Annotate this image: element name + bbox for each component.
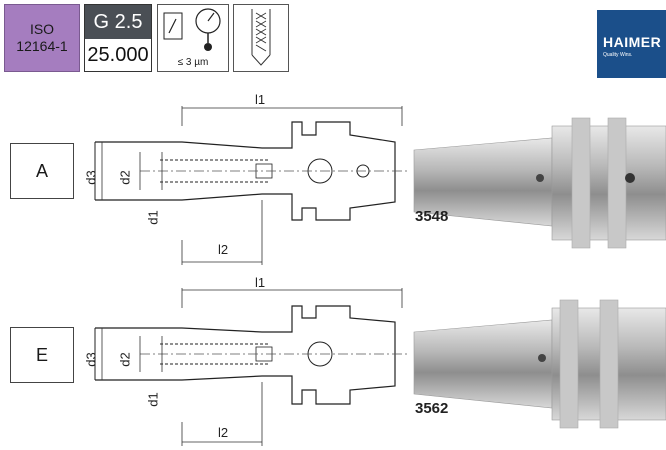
variant-letter-box: E [10,327,74,383]
technical-drawing-e [94,288,408,446]
balance-grade: G 2.5 [85,5,151,39]
dim-l2: l2 [218,242,229,257]
iso-label: ISO [29,21,55,37]
runout-badge: ≤ 3 µm [157,4,229,72]
balance-rpm: 25.000 [85,39,151,71]
dim-d3: d3 [83,352,99,367]
article-code: 3548 [415,208,449,225]
product-photo-a [413,117,666,249]
tool-badge [233,4,289,72]
iso-number: 12164-1 [16,38,68,54]
variant-letter-box: A [10,143,74,199]
runout-value: ≤ 3 µm [177,57,209,68]
logo-name: HAIMER [603,34,662,50]
dim-d1: d1 [145,210,161,225]
article-code: 3562 [415,400,449,417]
logo-tagline: Quality Wins. [603,52,633,58]
dial-gauge-icon [163,8,221,51]
dim-l1: l1 [255,92,266,107]
variant-letter: A [35,160,48,181]
dim-d2: d2 [117,170,133,185]
dim-d2: d2 [117,352,133,367]
dim-d1: d1 [145,392,161,407]
dim-l2: l2 [218,425,229,440]
dim-d3: d3 [83,170,99,185]
technical-drawing-a [94,106,408,265]
product-photo-e [413,299,666,429]
variant-letter: E [35,344,48,365]
dim-l1: l1 [255,275,266,290]
shrink-tool-icon [251,9,271,66]
balance-badge: G 2.5 25.000 [84,4,152,72]
haimer-logo: HAIMER Quality Wins. [597,10,666,78]
iso-badge: ISO 12164-1 [4,4,80,72]
